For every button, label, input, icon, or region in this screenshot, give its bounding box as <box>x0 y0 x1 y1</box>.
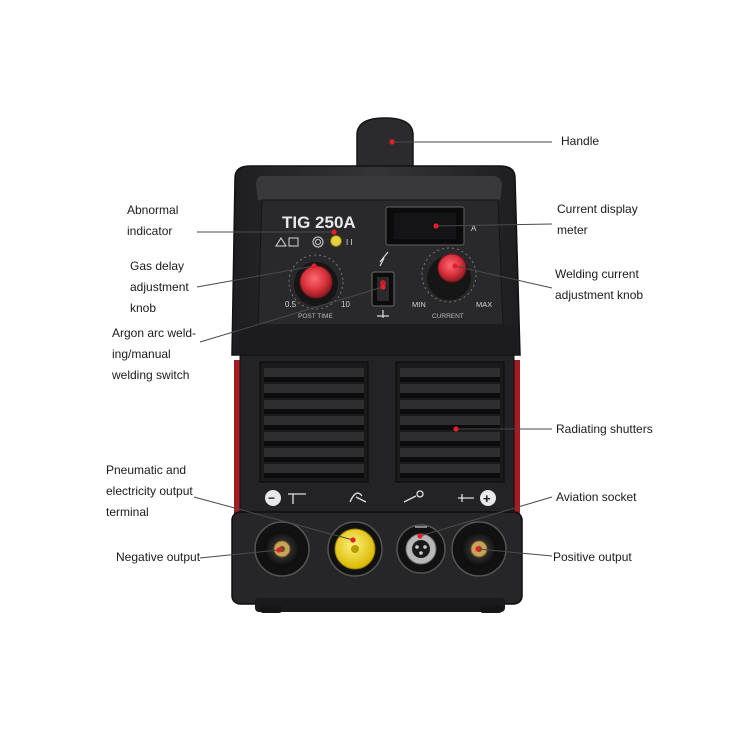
warning-symbols <box>275 236 324 248</box>
right-red-trim <box>514 360 520 520</box>
callout-gas-delay-knob: Gas delay adjustment knob <box>130 259 189 315</box>
connector-icons: − + <box>265 490 496 506</box>
louver-slat <box>400 416 500 425</box>
left-red-trim <box>234 360 240 520</box>
louver-slat <box>264 448 364 457</box>
aviation-socket[interactable] <box>396 524 446 574</box>
louver-gap <box>264 393 364 398</box>
radiating-shutters-left <box>259 361 369 483</box>
current-knob-max-label: MAX <box>476 300 492 309</box>
callout-current-display: Current display meter <box>557 202 638 237</box>
louver-gap <box>264 457 364 462</box>
louver-slat <box>264 464 364 473</box>
gas-knob-max-label: 10 <box>341 300 350 309</box>
louver-gap <box>400 377 500 382</box>
gas-knob-caption: POST TIME <box>298 313 333 320</box>
callout-aviation-socket: Aviation socket <box>556 490 637 504</box>
model-label: TIG 250A <box>282 213 356 232</box>
callout-handle: Handle <box>561 134 600 148</box>
radiating-shutters-right <box>395 361 505 483</box>
callout-welding-current-knob: Welding current adjustment knob <box>555 267 644 302</box>
louver-gap <box>400 393 500 398</box>
leader-lines <box>193 141 553 559</box>
display-unit: A <box>471 224 477 233</box>
louver-gap <box>400 457 500 462</box>
louver-gap <box>400 409 500 414</box>
minus-symbol: − <box>268 491 275 505</box>
louver-slat <box>400 384 500 393</box>
svg-text:I I: I I <box>346 238 353 247</box>
louver-slat <box>400 464 500 473</box>
handle <box>356 117 414 171</box>
callout-negative-output: Negative output <box>116 550 201 564</box>
louver-gap <box>400 441 500 446</box>
callout-dots <box>276 139 481 553</box>
louver-gap <box>264 473 364 478</box>
callout-pneumatic-terminal: Pneumatic and electricity output termina… <box>106 463 193 519</box>
callout-abnormal-indicator: Abnormal indicator <box>127 203 179 238</box>
top-housing <box>231 165 521 356</box>
current-knob-caption: CURRENT <box>432 313 464 320</box>
pneumatic-electricity-terminal[interactable] <box>327 521 383 577</box>
louver-slat <box>400 400 500 409</box>
louver-slat <box>400 448 500 457</box>
louver-slat <box>264 400 364 409</box>
louver-slat <box>264 432 364 441</box>
louver-slat <box>400 368 500 377</box>
louver-gap <box>264 377 364 382</box>
right-foot <box>480 605 502 613</box>
louver-slat <box>264 384 364 393</box>
plus-symbol: + <box>483 491 491 506</box>
callout-positive-output: Positive output <box>553 550 632 564</box>
gas-delay-knob[interactable] <box>288 254 344 310</box>
louver-gap <box>264 441 364 446</box>
negative-output-terminal[interactable] <box>254 521 310 577</box>
gas-knob-min-label: 0.5 <box>285 300 297 309</box>
louver-gap <box>264 409 364 414</box>
louver-slat <box>264 368 364 377</box>
louver-gap <box>400 473 500 478</box>
callout-argon-switch: Argon arc weld- ing/manual welding switc… <box>112 326 197 382</box>
callout-radiating-shutters: Radiating shutters <box>556 422 653 436</box>
torch-symbol <box>377 251 389 318</box>
left-foot <box>260 605 282 613</box>
current-knob-min-label: MIN <box>412 300 426 309</box>
louver-gap <box>264 425 364 430</box>
louver-gap <box>400 425 500 430</box>
louver-slat <box>400 432 500 441</box>
abnormal-indicator-led: I I <box>330 235 353 247</box>
louver-slat <box>264 416 364 425</box>
